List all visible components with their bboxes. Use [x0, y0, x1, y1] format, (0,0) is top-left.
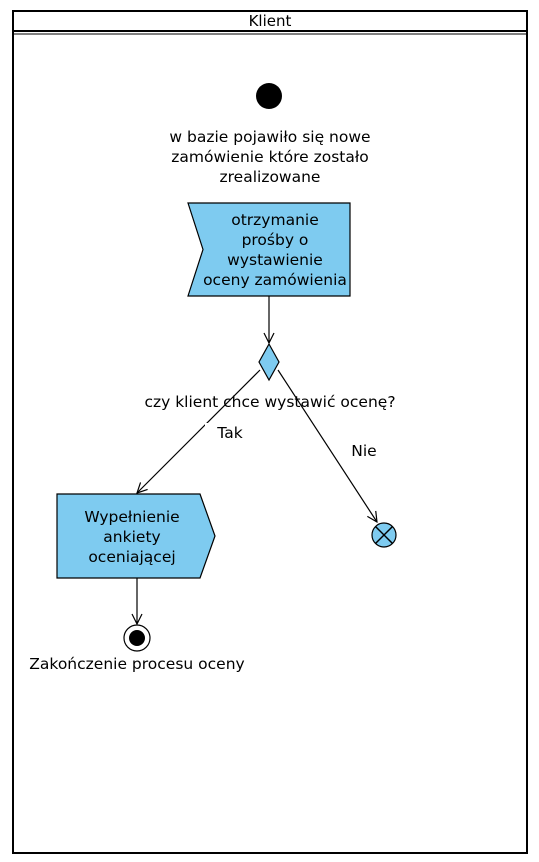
send-signal-label: Wypełnienie ankiety oceniającej: [84, 508, 180, 566]
swimlane-title: Klient: [248, 12, 292, 30]
receive-signal-label: otrzymanie prośby o wystawienie oceny za…: [203, 211, 347, 289]
swimlane-frame: [12, 10, 528, 854]
edge-decision-to-flow-final: [277, 369, 377, 522]
final-node-label: Zakończenie procesu oceny: [29, 655, 245, 673]
start-node-label: w bazie pojawiło się nowe zamówienie któ…: [169, 128, 371, 186]
flow-final-node[interactable]: [371, 522, 397, 548]
decision-question: czy klient chce wystawić ocenę?: [144, 393, 396, 411]
decision-yes-label: Tak: [205, 423, 255, 443]
edge-decision-to-send-signal: [137, 369, 261, 493]
decision-no-label: Nie: [351, 442, 377, 460]
decision-node[interactable]: [258, 342, 280, 382]
activity-final-node[interactable]: [123, 624, 151, 652]
send-signal-action[interactable]: [56, 493, 216, 579]
initial-node[interactable]: [256, 83, 282, 109]
